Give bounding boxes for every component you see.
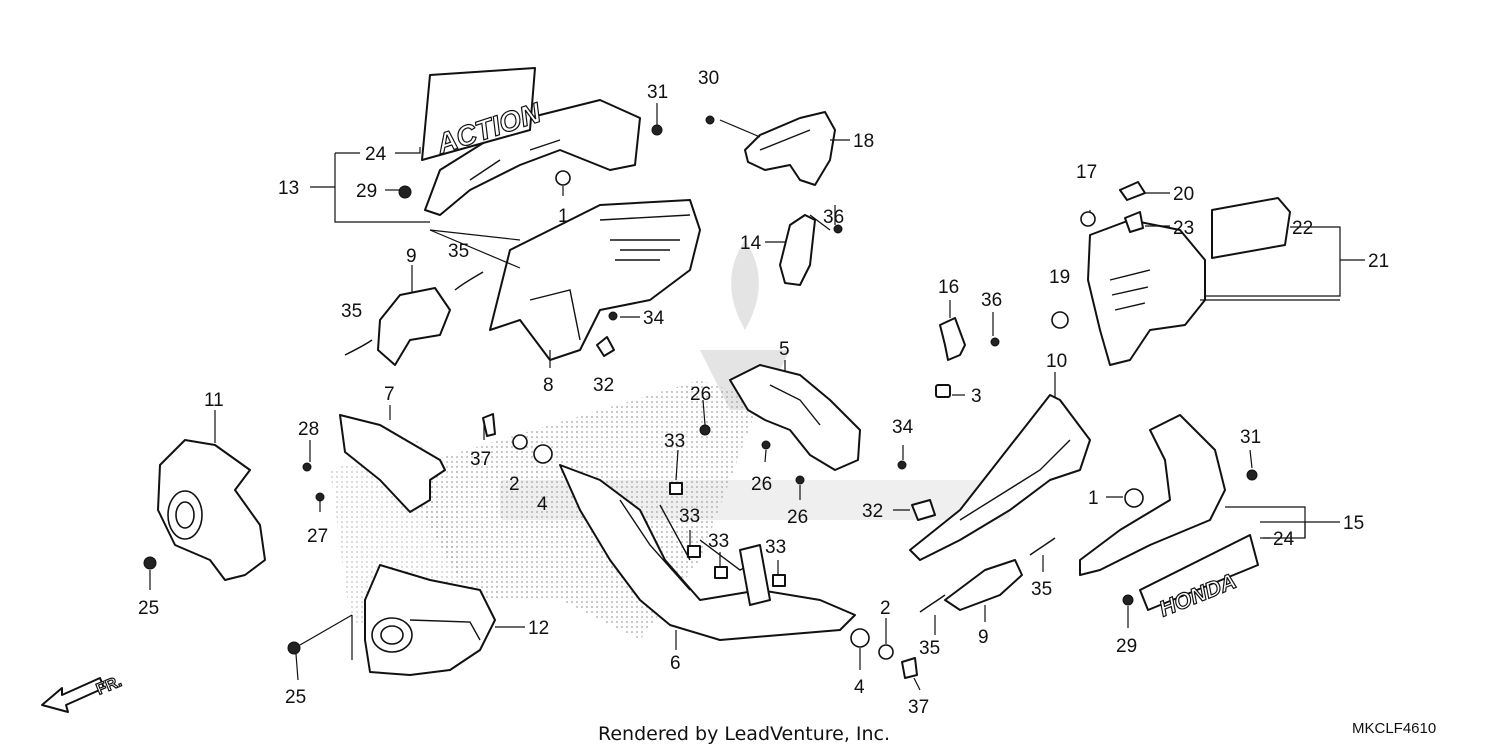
part-18-top-bracket <box>744 111 836 186</box>
part-21-right-side-cover <box>1087 197 1291 366</box>
callout-21: 21 <box>1368 251 1389 272</box>
callout-4: 4 <box>537 494 548 515</box>
callout-2: 2 <box>509 474 520 495</box>
footer-credit: Rendered by LeadVenture, Inc. <box>598 723 890 745</box>
callout-31: 31 <box>647 82 668 103</box>
part-14-small-bracket <box>779 214 816 286</box>
callout-14: 14 <box>740 233 762 254</box>
part-16-small-bracket <box>939 317 966 361</box>
callout-12: 12 <box>528 618 549 639</box>
fasteners <box>143 115 1258 679</box>
part-6-under-cover <box>559 464 856 641</box>
callout-11: 11 <box>204 390 224 411</box>
callout-26: 26 <box>787 507 808 528</box>
callout-9: 9 <box>978 627 989 648</box>
callout-6: 6 <box>670 653 681 674</box>
callout-19: 19 <box>1049 267 1070 288</box>
part-15-right-lower-panel: HONDA <box>1079 414 1259 622</box>
callout-34: 34 <box>892 417 914 438</box>
callout-37: 37 <box>470 449 491 470</box>
callout-24: 24 <box>365 144 387 165</box>
part-10-right-lower-cover <box>909 394 1091 561</box>
callout-31: 31 <box>1240 427 1261 448</box>
callout-33: 33 <box>664 431 685 452</box>
callout-28: 28 <box>298 419 319 440</box>
callout-26: 26 <box>690 384 711 405</box>
part-7-bracket <box>339 414 446 513</box>
callout-35: 35 <box>448 241 469 262</box>
callout-34: 34 <box>643 308 665 329</box>
part-13-upper-left-cover: ACTION <box>421 67 641 216</box>
part-8-left-inner-panel <box>489 199 701 361</box>
callout-29: 29 <box>1116 636 1137 657</box>
callout-25: 25 <box>138 598 159 619</box>
part-3-clip <box>935 384 951 398</box>
callout-8: 8 <box>543 375 554 396</box>
callout-35: 35 <box>919 638 940 659</box>
callouts: 31 24 13 29 1 9 35 35 34 8 32 30 18 36 1… <box>138 68 1389 718</box>
callout-2: 2 <box>880 598 891 619</box>
callout-33: 33 <box>679 506 700 527</box>
callout-1: 1 <box>1088 488 1099 509</box>
callout-29: 29 <box>356 181 377 202</box>
callout-23: 23 <box>1173 218 1194 239</box>
direction-label: FR. <box>94 673 124 698</box>
part-11-front-cowl <box>157 439 266 581</box>
callout-1: 1 <box>558 206 569 227</box>
callout-4: 4 <box>854 677 865 698</box>
callout-37: 37 <box>908 697 929 718</box>
callout-35: 35 <box>341 301 362 322</box>
callout-24: 24 <box>1273 529 1295 550</box>
callout-9: 9 <box>406 246 417 267</box>
part-12-headlight-cover <box>364 564 496 676</box>
callout-10: 10 <box>1046 351 1067 372</box>
part-9-left-bracket <box>377 287 451 366</box>
callout-17: 17 <box>1076 162 1097 183</box>
callout-32: 32 <box>862 501 883 522</box>
callout-5: 5 <box>779 339 790 360</box>
callout-18: 18 <box>853 131 874 152</box>
part-5-centre-panel <box>729 364 861 471</box>
callout-3: 3 <box>971 386 982 407</box>
callout-30: 30 <box>698 68 719 89</box>
callout-16: 16 <box>938 277 959 298</box>
callout-33: 33 <box>708 531 729 552</box>
part-9-right-bracket <box>944 559 1023 611</box>
callout-15: 15 <box>1343 513 1364 534</box>
callout-22: 22 <box>1292 218 1313 239</box>
callout-20: 20 <box>1173 184 1194 205</box>
callout-36: 36 <box>823 207 844 228</box>
callout-26: 26 <box>751 474 772 495</box>
callout-13: 13 <box>278 178 299 199</box>
diagram-code: MKCLF4610 <box>1352 720 1436 737</box>
callout-35: 35 <box>1031 579 1052 600</box>
callout-32: 32 <box>593 375 614 396</box>
callout-36: 36 <box>981 290 1002 311</box>
callout-27: 27 <box>307 526 328 547</box>
front-direction-arrow: FR. <box>41 673 125 713</box>
callout-7: 7 <box>384 384 395 405</box>
leader-lines <box>149 103 1365 691</box>
callout-25: 25 <box>285 687 306 708</box>
callout-33: 33 <box>765 537 786 558</box>
